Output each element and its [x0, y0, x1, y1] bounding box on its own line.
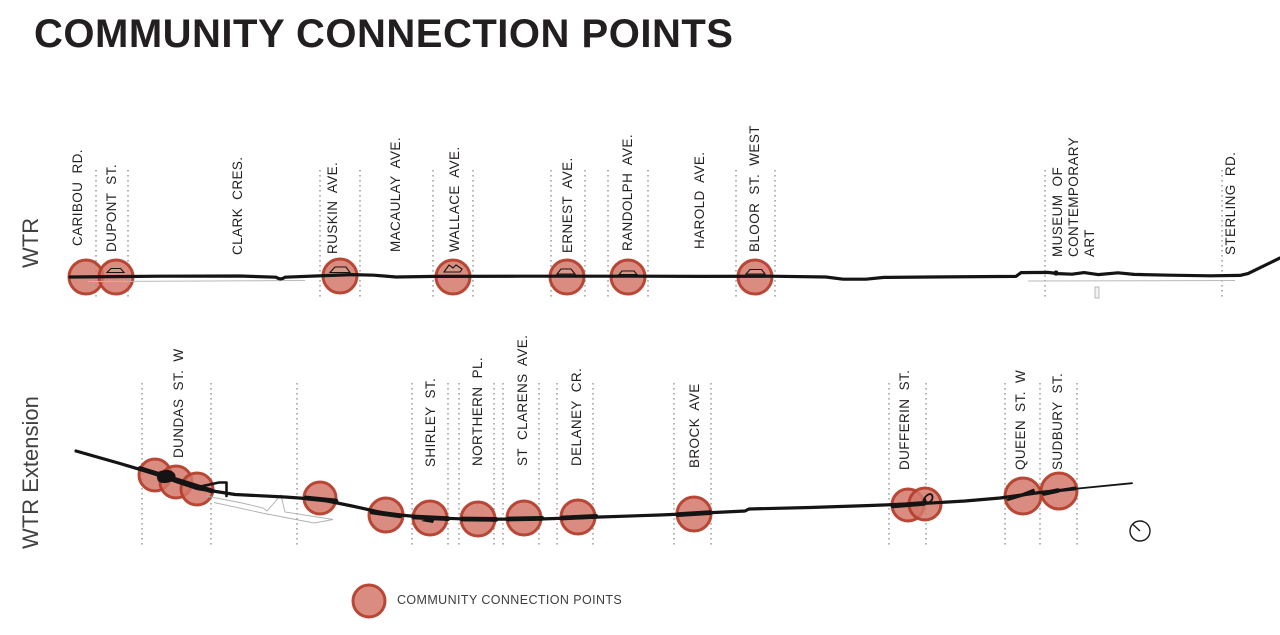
wtr-extension-gridlines [141, 383, 1078, 545]
legend-label: COMMUNITY CONNECTION POINTS [397, 593, 623, 607]
track-emphasis [890, 501, 927, 509]
station-sketch [1041, 488, 1061, 496]
station-sketch [157, 469, 176, 484]
street-label: DUNDAS ST. W [171, 348, 186, 458]
street-label: CLARK CRES. [230, 156, 245, 255]
street-label: ERNEST AVE. [560, 157, 575, 253]
street-label: CARIBOU RD. [70, 149, 85, 246]
wtr-gridlines [95, 170, 1223, 300]
station-sketch [328, 266, 352, 274]
station-sketch [1006, 488, 1036, 501]
street-label: DELANEY CR. [569, 367, 584, 466]
street-label: HAROLD AVE. [692, 151, 707, 249]
street-label: ST CLARENS AVE. [515, 334, 530, 466]
street-label: STERLING RD. [1223, 151, 1238, 255]
wtr-extension-track [74, 449, 1133, 524]
track-emphasis [675, 510, 713, 517]
street-label: MACAULAY AVE. [388, 137, 403, 252]
street-label: RANDOLPH AVE. [620, 134, 635, 251]
page-title: COMMUNITY CONNECTION POINTS [34, 12, 734, 56]
station-sketch [617, 270, 639, 276]
station-sketch [1061, 486, 1077, 492]
wtr-track [68, 256, 1280, 299]
station-sketch [744, 268, 767, 275]
wtr-extension-track-end [1072, 482, 1133, 490]
street-label: DUPONT ST. [104, 163, 119, 252]
wtr-track-shadow-line [87, 280, 306, 282]
street-label: QUEEN ST. W [1013, 369, 1028, 470]
street-label: RUSKIN AVE. [325, 161, 340, 254]
station-sketch [922, 493, 934, 504]
street-label: BLOOR ST. WEST [747, 125, 762, 252]
track-emphasis [303, 495, 339, 504]
street-label: SUDBURY ST. [1050, 372, 1065, 470]
clock-icon [1129, 520, 1151, 542]
track-emphasis [369, 509, 403, 519]
wtr-track-line [68, 256, 1280, 281]
street-label: SHIRLEY ST. [423, 377, 438, 467]
station-sketch [555, 268, 577, 275]
extension-embankment-sketch [205, 494, 334, 524]
legend-point-icon [351, 583, 387, 619]
track-emphasis [559, 514, 599, 521]
street-label: BROCK AVE [687, 383, 702, 468]
station-sketch [442, 264, 463, 273]
track-emphasis [505, 516, 545, 522]
row-label-wtr: WTR [18, 217, 43, 268]
wtr-track-shadow-line [1027, 280, 1236, 282]
street-label: NORTHERN PL. [470, 356, 485, 466]
wtr-track-node [1053, 270, 1059, 276]
street-label: DUFFERIN ST. [897, 369, 912, 470]
track-spur-sketch [196, 481, 228, 498]
street-label: WALLACE AVE. [447, 146, 462, 252]
wtr-track-marker [1094, 286, 1100, 299]
row-label-wtr-extension: WTR Extension [18, 396, 43, 549]
station-sketch [421, 516, 436, 523]
station-sketch [105, 267, 126, 274]
